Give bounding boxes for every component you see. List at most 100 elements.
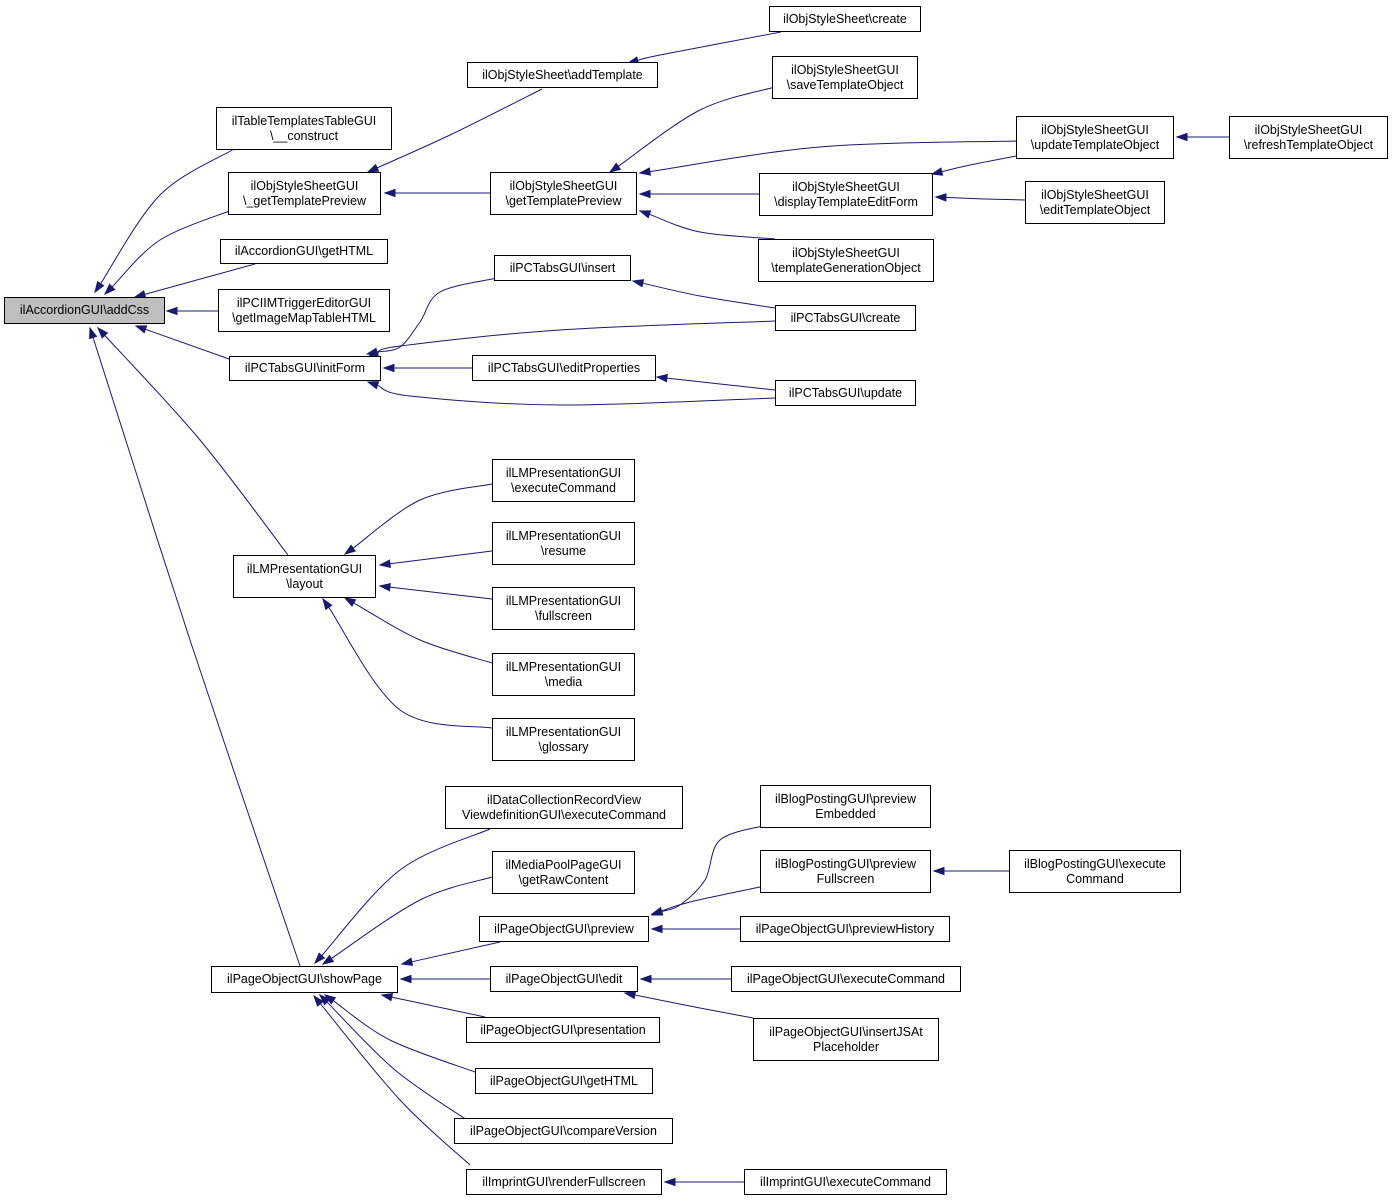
node-show[interactable]: ilPageObjectGUI\showPage [211, 966, 398, 993]
node-label: ilBlogPostingGUI\execute [1024, 856, 1166, 871]
arrowhead-dc-to-show [313, 952, 326, 965]
node-pexec[interactable]: ilPageObjectGUI\executeCommand [731, 966, 961, 992]
node-root[interactable]: ilAccordionGUI\addCss [4, 297, 165, 324]
node-lmmed[interactable]: ilLMPresentationGUI\media [492, 653, 635, 696]
node-pcim[interactable]: ilPCIIMTriggerEditorGUI\getImageMapTable… [218, 289, 390, 332]
edge-dc-to-show [321, 828, 491, 956]
node-upd[interactable]: ilObjStyleSheetGUI\updateTemplateObject [1016, 116, 1174, 159]
node-label: \executeCommand [511, 480, 616, 495]
node-ppres[interactable]: ilPageObjectGUI\presentation [466, 1017, 660, 1043]
node-label: ilObjStyleSheetGUI [792, 245, 900, 260]
arrowhead-pcupd-to-pcinit [366, 381, 380, 390]
node-gtp1[interactable]: ilObjStyleSheetGUI\_getTemplatePreview [228, 172, 381, 215]
node-label: ilPCTabsGUI\editProperties [487, 360, 641, 375]
node-pcins[interactable]: ilPCTabsGUI\insert [494, 255, 631, 281]
node-save[interactable]: ilObjStyleSheetGUI\saveTemplateObject [772, 56, 918, 99]
node-label: ilObjStyleSheetGUI [1041, 122, 1149, 137]
node-label: \layout [286, 576, 323, 591]
node-label: Fullscreen [816, 871, 875, 886]
node-impexec[interactable]: ilImprintGUI\executeCommand [744, 1169, 947, 1195]
node-pcupd[interactable]: ilPCTabsGUI\update [775, 380, 916, 406]
node-label: ilLMPresentationGUI [505, 659, 622, 674]
node-lmfull[interactable]: ilLMPresentationGUI\fullscreen [492, 587, 635, 630]
arrowhead-lmexec-to-lmlayout [343, 544, 357, 555]
edge-show-to-root [92, 337, 301, 967]
node-label: ilBlogPostingGUI\preview [774, 856, 917, 871]
node-addtpl[interactable]: ilObjStyleSheet\addTemplate [467, 62, 658, 88]
arrowhead-tgen-to-gtp2 [638, 210, 652, 219]
node-label: \getImageMapTableHTML [232, 310, 376, 325]
node-label: ilPCIIMTriggerEditorGUI [236, 295, 372, 310]
node-editto[interactable]: ilObjStyleSheetGUI\editTemplateObject [1025, 181, 1165, 224]
node-tgen[interactable]: ilObjStyleSheetGUI\templateGenerationObj… [758, 239, 934, 282]
node-label: \fullscreen [535, 608, 592, 623]
node-phtml[interactable]: ilPageObjectGUI\getHTML [475, 1068, 653, 1094]
node-osscreate[interactable]: ilObjStyleSheet\create [769, 6, 921, 32]
node-lmres[interactable]: ilLMPresentationGUI\resume [492, 522, 635, 565]
node-disp[interactable]: ilObjStyleSheetGUI\displayTemplateEditFo… [759, 173, 933, 216]
node-lmlayout[interactable]: ilLMPresentationGUI\layout [233, 555, 376, 598]
arrowhead-pcinit-to-root [134, 325, 148, 334]
node-label: ilLMPresentationGUI [505, 528, 622, 543]
node-label: ilObjStyleSheet\create [783, 11, 907, 26]
node-label: \displayTemplateEditForm [774, 194, 918, 209]
edge-pcupd-to-pcedit [666, 377, 776, 391]
edge-blogfull-to-pprev [661, 886, 761, 912]
arrowhead-mp-to-show [321, 954, 335, 965]
node-acch[interactable]: ilAccordionGUI\getHTML [220, 239, 388, 264]
node-label: ilObjStyleSheetGUI [792, 179, 900, 194]
arrowhead-disp-to-gtp2 [638, 189, 651, 199]
node-lmglo[interactable]: ilLMPresentationGUI\glossary [492, 718, 635, 761]
node-refresh[interactable]: ilObjStyleSheetGUI\refreshTemplateObject [1229, 116, 1388, 159]
node-pcedit[interactable]: ilPCTabsGUI\editProperties [472, 355, 656, 381]
node-mp[interactable]: ilMediaPoolPageGUI\getRawContent [492, 851, 635, 894]
node-pcomp[interactable]: ilPageObjectGUI\compareVersion [454, 1118, 673, 1144]
node-pedit[interactable]: ilPageObjectGUI\edit [490, 966, 638, 992]
node-label: \templateGenerationObject [771, 260, 921, 275]
arrowhead-pccreate-to-pcins [631, 279, 645, 288]
node-pprev[interactable]: ilPageObjectGUI\preview [479, 916, 649, 942]
edge-upd-to-disp [941, 155, 1017, 173]
edge-pcinit-to-root [145, 328, 233, 361]
node-label: ilPageObjectGUI\preview [494, 921, 634, 936]
node-gtp2[interactable]: ilObjStyleSheetGUI\getTemplatePreview [490, 172, 637, 215]
node-prevhist[interactable]: ilPageObjectGUI\previewHistory [740, 916, 950, 942]
arrowhead-blogfull-to-pprev [650, 906, 664, 915]
node-pcinit[interactable]: ilPCTabsGUI\initForm [229, 356, 381, 381]
arrowhead-addtpl-to-gtp1 [366, 163, 380, 173]
node-pccreate[interactable]: ilPCTabsGUI\create [775, 305, 916, 331]
arrowhead-pprev-to-show [400, 957, 414, 966]
edge-lmglo-to-lmlayout [328, 606, 493, 729]
node-label: ilPCTabsGUI\create [790, 310, 901, 325]
arrowhead-prevhist-to-pprev [650, 924, 663, 934]
edge-lmexec-to-lmlayout [352, 483, 493, 549]
node-label: \_getTemplatePreview [243, 193, 366, 208]
node-label: ilObjStyleSheetGUI [1041, 187, 1149, 202]
node-label: ilObjStyleSheetGUI [250, 178, 359, 193]
node-label: Embedded [815, 806, 876, 821]
edge-pccreate-to-pcins [642, 282, 776, 309]
arrowhead-tt-to-root [94, 280, 105, 294]
edge-imp-to-show [319, 1003, 471, 1166]
node-label: ilDataCollectionRecordView [486, 792, 641, 807]
node-label: ilLMPresentationGUI [505, 593, 622, 608]
node-imp[interactable]: ilImprintGUI\renderFullscreen [466, 1169, 662, 1195]
node-label: \saveTemplateObject [786, 77, 904, 92]
arrowhead-pexec-to-pedit [639, 974, 652, 984]
edge-lmres-to-lmlayout [389, 550, 493, 565]
arrowhead-upd-to-disp [930, 167, 944, 176]
node-lmexec[interactable]: ilLMPresentationGUI\executeCommand [492, 459, 635, 502]
arrowhead-imp-to-show [313, 994, 324, 1007]
edge-blogemb-to-pprev [661, 824, 768, 913]
arrowhead-lmlayout-to-root [96, 326, 109, 339]
arrowhead-editto-to-disp [934, 193, 947, 202]
node-label: ilImprintGUI\executeCommand [760, 1174, 931, 1189]
node-label: ilObjStyleSheetGUI [791, 62, 899, 77]
node-tt[interactable]: ilTableTemplatesTableGUI\__construct [216, 107, 392, 150]
